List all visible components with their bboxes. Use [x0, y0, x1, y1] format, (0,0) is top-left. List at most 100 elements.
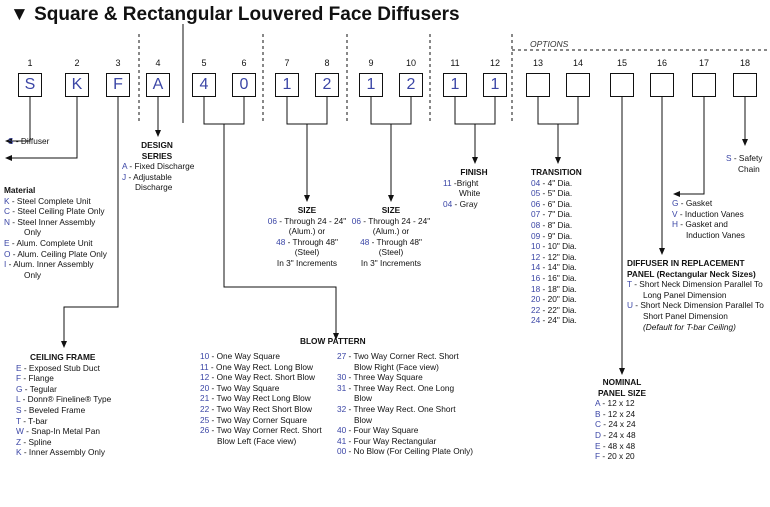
- arrowhead: [333, 333, 339, 340]
- list-item: 14 - 14" Dia.: [531, 262, 577, 273]
- list-item: O - Alum. Ceiling Plate Only: [4, 248, 107, 259]
- code-box-transition-1: [526, 73, 550, 97]
- position-number: 8: [324, 58, 330, 68]
- ceiling-frame-section: CEILING FRAME E - Exposed Stub Duct F - …: [16, 352, 111, 458]
- list-item: A - Fixed Discharge: [122, 161, 195, 172]
- diffuser-option: S - Diffuser: [8, 136, 50, 146]
- arrowhead: [155, 130, 161, 137]
- safety-section: S - Safety Chain: [726, 153, 763, 174]
- list-item: 16 - 16" Dia.: [531, 272, 577, 283]
- list-item: K - Inner Assembly Only: [16, 447, 106, 458]
- code-box-blow-pattern-2: 0: [232, 73, 256, 97]
- list-item: 06 - 6" Dia.: [531, 198, 573, 209]
- arrowhead: [659, 248, 665, 255]
- list-item: L - Donn® Fineline® Type: [16, 394, 112, 405]
- code-box-ceiling-frame: F: [106, 73, 130, 97]
- list-item: 18 - 18" Dia.: [531, 283, 577, 294]
- list-item: S - Beveled Frame: [16, 404, 86, 415]
- transition-title: TRANSITION: [531, 167, 582, 177]
- code-box-nominal-panel: [610, 73, 634, 97]
- wire-gasket: [680, 97, 705, 195]
- list-item: G - Gasket: [672, 198, 713, 208]
- position-number: 2: [74, 58, 80, 68]
- arrowhead: [742, 139, 748, 146]
- position-number: 10: [405, 58, 416, 68]
- list-item: 07 - 7" Dia.: [531, 209, 573, 220]
- position-number: 14: [572, 58, 583, 68]
- arrowhead: [619, 368, 625, 375]
- list-item: 22 - 22" Dia.: [531, 304, 577, 315]
- list-item: E - 48 x 48: [595, 440, 636, 451]
- list-item: B - 12 x 24: [595, 408, 636, 419]
- position-number: 9: [368, 58, 374, 68]
- arrowhead: [61, 341, 67, 348]
- replacement-panel-note: (Default for T-bar Ceiling): [643, 321, 736, 332]
- code-box-transition-2: [566, 73, 590, 97]
- list-item: K - Steel Complete Unit: [4, 195, 91, 206]
- code-box-size-b-1: 1: [359, 73, 383, 97]
- list-item: 30 - Three Way Square: [337, 372, 423, 383]
- list-item: E - Alum. Complete Unit: [4, 237, 93, 248]
- position-number: 6: [241, 58, 247, 68]
- wire-material: [12, 97, 78, 159]
- list-item: 08 - 8" Dia.: [531, 219, 573, 230]
- wire-size-a: [286, 97, 328, 195]
- triangle-bullet-icon: ▼: [10, 4, 29, 25]
- wire-size-b: [370, 97, 412, 195]
- code-box-design-series: A: [146, 73, 170, 97]
- list-item: 21 - Two Way Rect Long Blow: [200, 393, 311, 404]
- code-box-size-a-1: 1: [275, 73, 299, 97]
- list-item: 12 - One Way Rect. Short Blow: [200, 372, 315, 383]
- position-number: 11: [450, 58, 460, 68]
- code-box-finish-2: 1: [483, 73, 507, 97]
- arrowhead: [304, 195, 310, 202]
- material-section: Material K - Steel Complete Unit C - Ste…: [4, 185, 107, 280]
- finish-title: FINISH: [460, 167, 488, 177]
- arrowhead: [5, 155, 12, 161]
- list-item: F - 20 x 20: [595, 451, 635, 462]
- list-item: 10 - One Way Square: [200, 351, 280, 361]
- list-item: C - Steel Ceiling Plate Only: [4, 206, 105, 217]
- size-a-section: SIZE 06 - Through 24 - 24" (Alum.) or 48…: [255, 205, 359, 269]
- arrowhead: [388, 195, 394, 202]
- list-item: 00 - No Blow (For Ceiling Plate Only): [337, 446, 474, 457]
- blow-pattern-title: BLOW PATTERN: [300, 336, 366, 346]
- code-box-size-b-2: 2: [399, 73, 423, 97]
- position-number: 5: [201, 58, 207, 68]
- position-number: 15: [616, 58, 627, 68]
- transition-section: TRANSITION 04 - 4" Dia. 05 - 5" Dia. 06 …: [531, 167, 582, 326]
- gasket-vanes-section: G - Gasket V - Induction Vanes H - Gaske…: [672, 198, 745, 240]
- list-item: G - Tegular: [16, 383, 57, 394]
- wire-blow-pattern: [203, 97, 337, 333]
- code-box-finish-1: 1: [443, 73, 467, 97]
- wire-transition: [537, 97, 579, 157]
- arrowhead: [5, 138, 12, 144]
- position-number: 12: [489, 58, 500, 68]
- page-title: ▼ Square & Rectangular Louvered Face Dif…: [10, 4, 460, 25]
- arrowhead: [555, 157, 561, 164]
- code-box-size-a-2: 2: [315, 73, 339, 97]
- position-number: 18: [739, 58, 750, 68]
- list-item: 10 - 10" Dia.: [531, 241, 577, 252]
- options-label: OPTIONS: [530, 39, 569, 49]
- arrowhead: [673, 191, 680, 197]
- position-number: 13: [532, 58, 543, 68]
- position-number: 7: [284, 58, 290, 68]
- blow-pattern-left-column: 10 - One Way Square 11 - One Way Rect. L…: [200, 351, 322, 446]
